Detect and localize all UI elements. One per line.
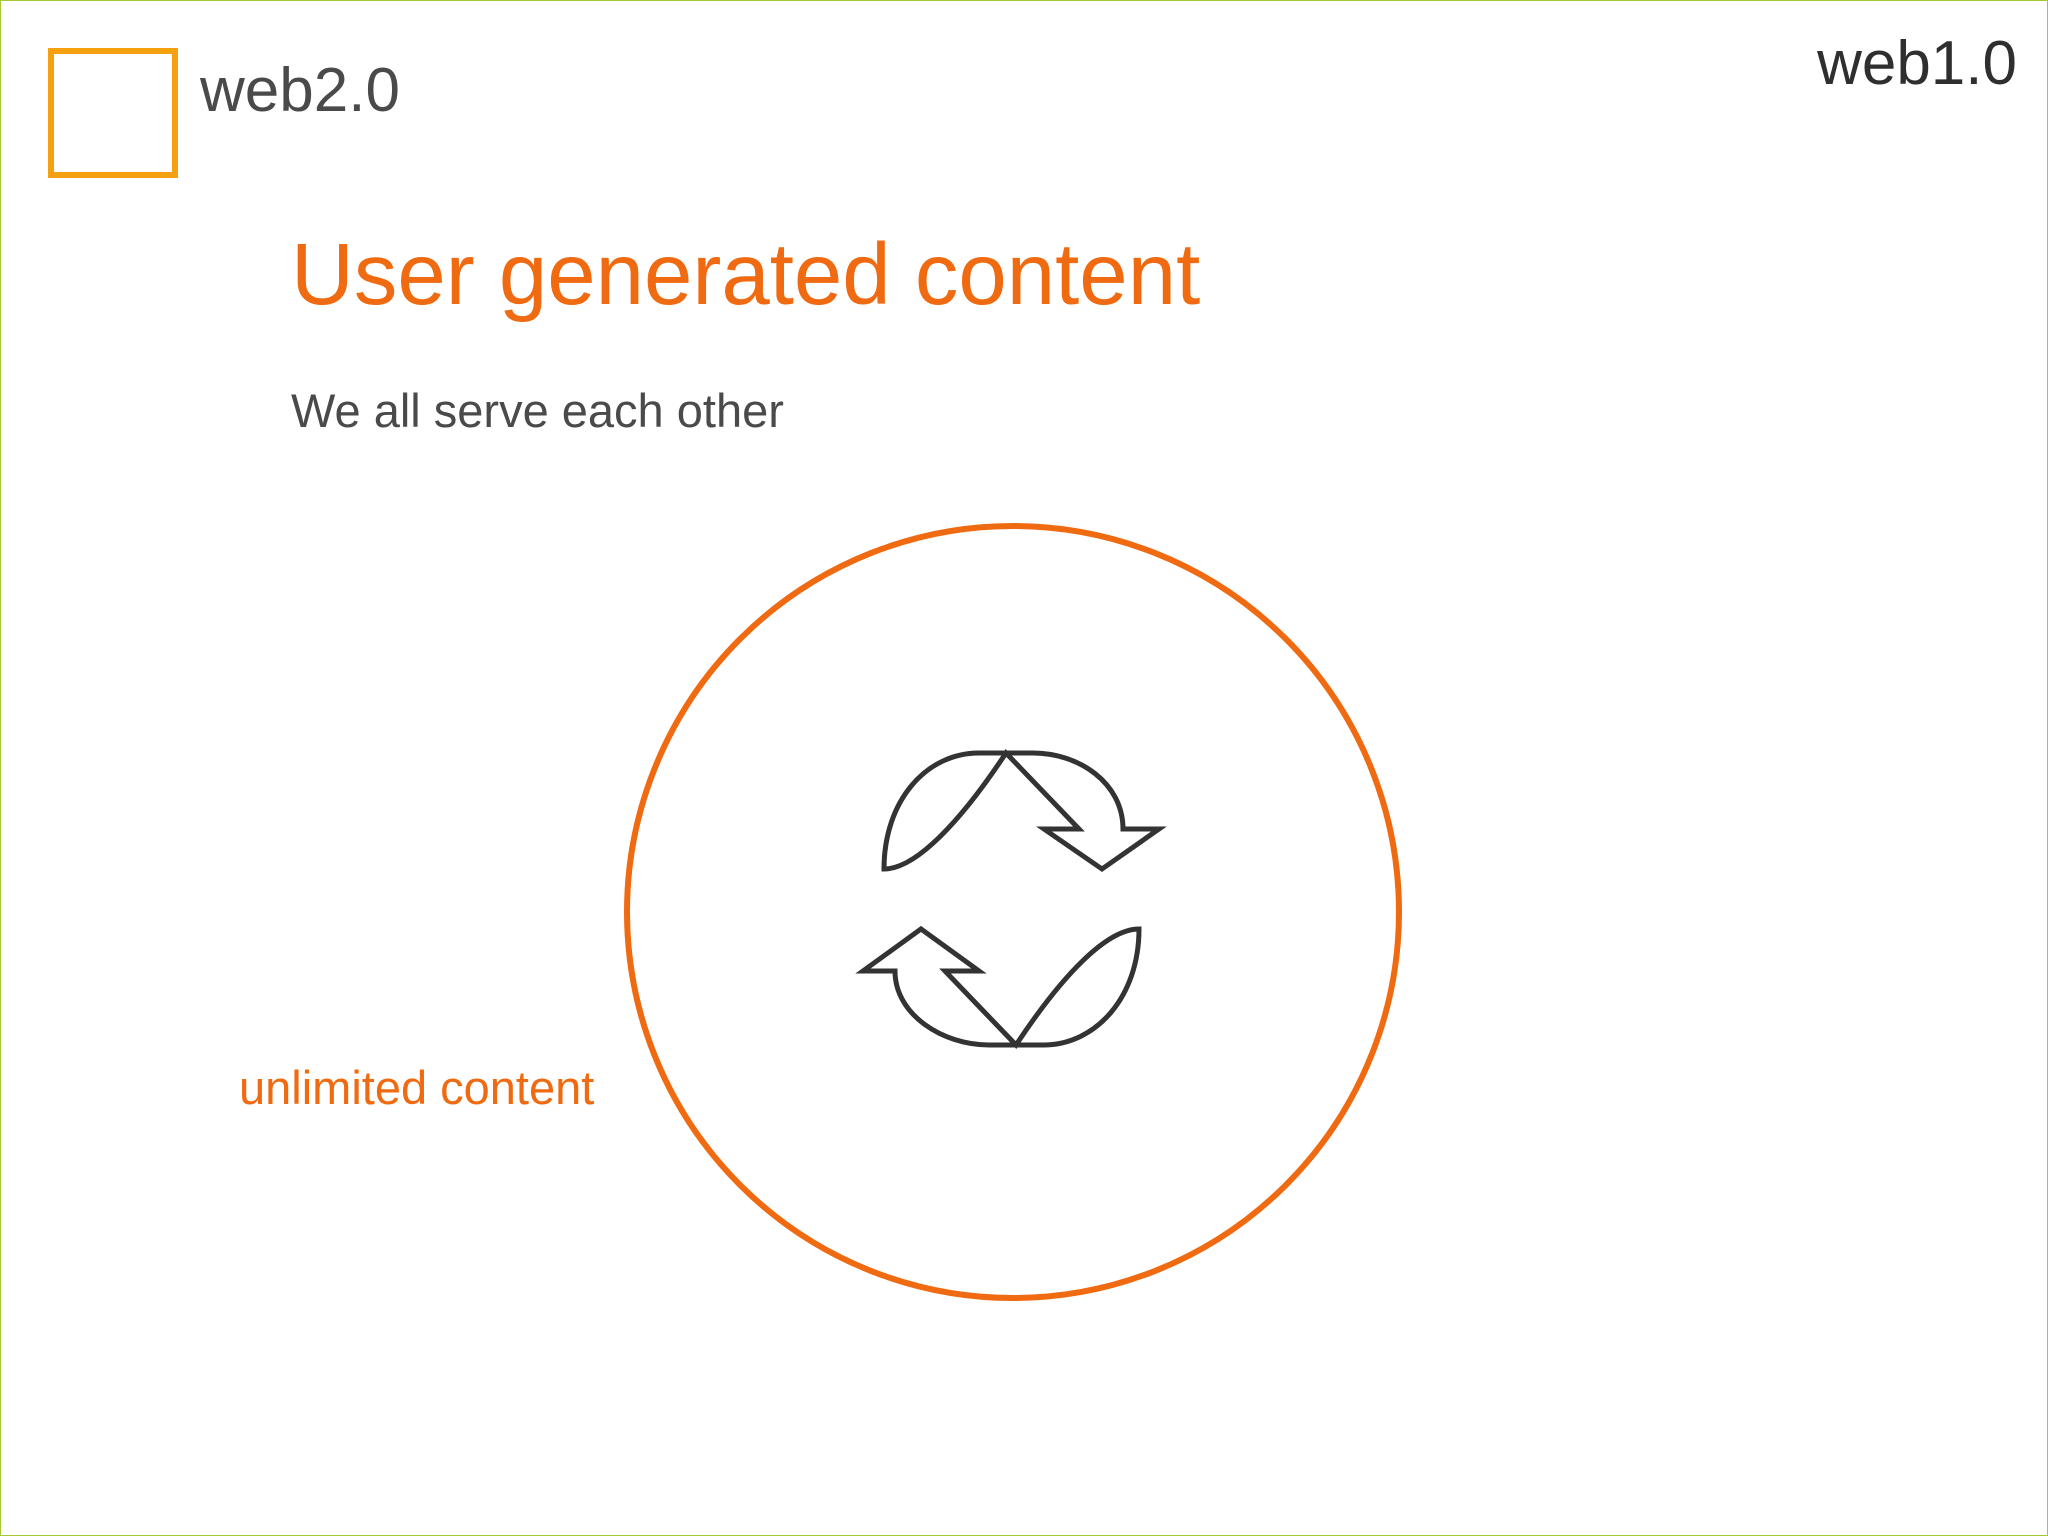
top-arrow-icon — [881, 749, 1167, 873]
cycle-arrows-icon — [855, 749, 1167, 1049]
unlimited-content-label: unlimited content — [239, 1061, 595, 1114]
logo-label: web2.0 — [200, 56, 400, 125]
slide-title: User generated content — [291, 226, 1201, 323]
slide-subtitle: We all serve each other — [291, 384, 784, 437]
bottom-arrow-icon — [855, 925, 1142, 1049]
corner-label: web1.0 — [1817, 29, 2017, 98]
content-circle — [624, 523, 1402, 1301]
logo-square-icon — [48, 48, 178, 178]
